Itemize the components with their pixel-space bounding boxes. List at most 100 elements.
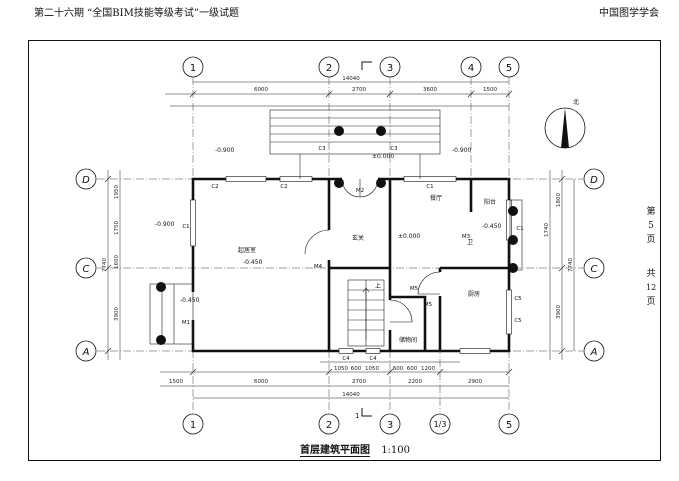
door-hall xyxy=(304,229,330,255)
axis-label-left-d: D xyxy=(82,175,90,186)
door-gaps xyxy=(191,177,442,330)
label-c5-b: C5 xyxy=(514,318,522,324)
header-title: 第二十六期 “全国BIM技能等级考试”一级试题 xyxy=(34,8,239,19)
room-labels: 起居室 玄关 餐厅 厨房 储物间 上 阳台 卫 xyxy=(238,194,496,344)
axis-bubble-left-c xyxy=(75,257,97,279)
axis-bubble-right-d xyxy=(583,168,605,190)
dim-right-7740: 7740 xyxy=(568,258,574,272)
dimension-ticks xyxy=(104,90,566,376)
dim-detail-4: 600 xyxy=(407,366,418,372)
dim-right-1800: 1800 xyxy=(556,193,562,207)
dim-bottom-6000: 6000 xyxy=(254,379,268,385)
stair-up: 上 xyxy=(375,282,381,290)
dim-top-1500: 1500 xyxy=(483,87,497,93)
dim-top-total: 14040 xyxy=(342,76,360,82)
dim-top-3600: 3600 xyxy=(423,87,437,93)
room-entry: 玄关 xyxy=(352,234,364,242)
axis-label-left-c: C xyxy=(83,264,90,275)
window-c4-b xyxy=(365,348,381,354)
label-c4-a: C4 xyxy=(342,356,350,362)
dim-bottom-1500: 1500 xyxy=(169,379,183,385)
window-c4-a xyxy=(338,348,354,354)
room-storage: 储物间 xyxy=(399,336,417,344)
label-c1-c: C1 xyxy=(516,226,523,232)
axis-bubble-top-1 xyxy=(182,56,204,78)
axis-bubble-top-2 xyxy=(318,56,340,78)
door-swings xyxy=(304,178,441,323)
sheet-page-unit: 页 xyxy=(646,235,656,245)
axis-bubble-bottom-1-3 xyxy=(429,413,451,435)
axis-label-right-a: A xyxy=(590,347,598,358)
axis-bubbles: 1 2 3 4 5 1 2 3 1/3 5 D C A D C A xyxy=(75,56,605,435)
room-dining: 餐厅 xyxy=(430,194,442,202)
level-1: ±0.000 xyxy=(372,153,394,160)
north-arrow: 北 xyxy=(544,98,586,149)
section-mark-bottom xyxy=(361,408,372,417)
axis-bubble-top-5 xyxy=(498,56,520,78)
axis-bubble-right-a xyxy=(583,340,605,362)
wall-storage xyxy=(390,295,427,351)
sheet-page-number: 5 xyxy=(648,221,654,231)
dim-detail-5: 1200 xyxy=(421,366,435,372)
level-5: -0.900 xyxy=(155,221,175,228)
axis-bubble-bottom-5 xyxy=(498,413,520,435)
dim-right-1740: 1740 xyxy=(544,223,550,237)
window-c1-left xyxy=(190,199,196,247)
label-c1-b: C1 xyxy=(426,184,433,190)
north-arrow-pointer xyxy=(561,108,569,148)
door-m5-a xyxy=(389,299,413,323)
header-org: 中国图学学会 xyxy=(599,8,659,19)
axis-bubble-bottom-1 xyxy=(182,413,204,435)
level-2: -0.900 xyxy=(452,147,472,154)
dim-left-1600: 1600 xyxy=(114,255,120,269)
drawing-title: 首层建筑平面图 xyxy=(300,445,370,457)
room-toilet: 卫 xyxy=(467,239,473,246)
label-c2-b: C2 xyxy=(280,184,287,190)
label-m5-b: M5 xyxy=(424,302,433,308)
dim-left-3900: 3900 xyxy=(114,307,120,321)
axis-label-top-1: 1 xyxy=(190,63,196,74)
axis-label-bottom-5: 5 xyxy=(506,420,512,431)
dim-bottom-2200: 2200 xyxy=(408,379,422,385)
window-c2-a xyxy=(225,176,267,182)
axis-label-bottom-1: 1 xyxy=(190,420,196,431)
dim-left-1750: 1750 xyxy=(114,221,120,235)
dim-detail-0: 1050 xyxy=(334,366,348,372)
front-steps xyxy=(149,109,523,345)
axis-bubble-top-4 xyxy=(460,56,482,78)
axis-label-top-3: 3 xyxy=(387,63,393,74)
axis-label-top-5: 5 xyxy=(506,63,512,74)
label-m5-a: M5 xyxy=(410,286,419,292)
level-3: -0.450 xyxy=(243,259,263,266)
label-c2-a: C2 xyxy=(211,184,218,190)
drawing-title-block: 首层建筑平面图 1:100 xyxy=(300,441,411,457)
axis-bubble-bottom-3 xyxy=(379,413,401,435)
axis-label-right-c: C xyxy=(591,264,598,275)
window-c5-right xyxy=(506,289,512,335)
walls xyxy=(191,177,511,353)
axis-bubble-top-3 xyxy=(379,56,401,78)
opening-labels: C2 C2 C1 M2 C1 C1 M3 M5 M5 C4 C4 C5 C5 M… xyxy=(182,146,524,362)
sheet-total-label: 共 xyxy=(646,269,656,279)
sheet-page-label: 第 xyxy=(646,207,656,217)
drawing-scale: 1:100 xyxy=(381,445,411,456)
dim-bottom-2900: 2900 xyxy=(468,379,482,385)
axis-label-top-4: 4 xyxy=(468,63,474,74)
label-m2: M2 xyxy=(356,188,364,194)
level-4: ±0.000 xyxy=(398,233,420,240)
section-mark-top xyxy=(361,61,372,70)
dim-top-2700: 2700 xyxy=(352,87,366,93)
north-label: 北 xyxy=(573,98,579,106)
label-m4: M4 xyxy=(314,264,323,270)
exterior-wall xyxy=(191,177,511,353)
dim-top-6000: 6000 xyxy=(254,87,268,93)
dim-detail-1: 600 xyxy=(351,366,362,372)
dim-detail-2: 1050 xyxy=(365,366,379,372)
level-0: -0.900 xyxy=(215,147,235,154)
label-c5-a: C5 xyxy=(514,296,522,302)
axis-bubble-left-d xyxy=(75,168,97,190)
dim-right-3900: 3900 xyxy=(556,305,562,319)
level-7: -0.450 xyxy=(180,297,200,304)
label-c1-a: C1 xyxy=(182,224,189,230)
